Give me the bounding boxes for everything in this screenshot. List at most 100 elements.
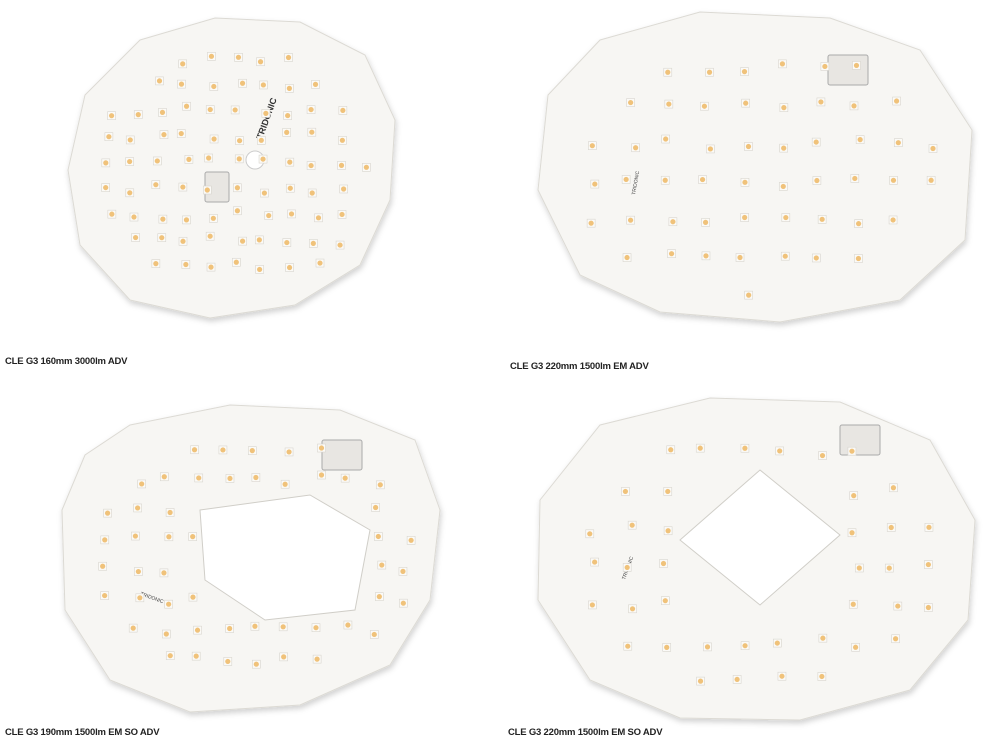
led-phosphor	[886, 565, 892, 571]
led-phosphor	[103, 160, 109, 166]
led-phosphor	[625, 643, 631, 649]
led-phosphor	[704, 644, 711, 650]
led-phosphor	[363, 164, 369, 170]
led-phosphor	[167, 509, 173, 516]
led-phosphor	[660, 560, 667, 567]
led-phosphor	[139, 481, 145, 487]
led-phosphor	[706, 69, 713, 75]
led-phosphor	[662, 177, 668, 183]
led-phosphor	[312, 81, 319, 87]
led-phosphor	[338, 162, 345, 168]
led-phosphor	[930, 145, 936, 152]
led-phosphor	[258, 137, 264, 143]
led-phosphor	[699, 176, 706, 183]
led-phosphor	[180, 61, 186, 67]
led-phosphor	[161, 474, 167, 480]
square-cutout	[199, 494, 371, 621]
led-phosphor	[376, 594, 382, 600]
led-phosphor	[210, 215, 216, 221]
led-phosphor	[196, 475, 202, 481]
led-phosphor	[135, 568, 141, 575]
led-phosphor	[928, 177, 934, 183]
led-phosphor	[191, 447, 198, 453]
led-phosphor	[850, 601, 856, 607]
led-phosphor	[135, 112, 141, 118]
led-phosphor	[400, 600, 406, 606]
led-phosphor	[890, 485, 897, 491]
led-phosphor	[190, 534, 196, 540]
led-phosphor	[820, 635, 826, 641]
led-phosphor	[287, 159, 293, 165]
led-phosphor	[707, 146, 714, 152]
led-phosphor	[235, 54, 242, 60]
led-phosphor	[236, 156, 242, 162]
led-phosphor	[664, 644, 670, 650]
led-phosphor	[310, 240, 316, 246]
led-phosphor	[154, 158, 160, 164]
led-phosphor	[779, 61, 786, 67]
led-phosphor	[253, 661, 259, 667]
led-phosphor	[926, 524, 932, 530]
led-phosphor	[588, 220, 594, 226]
led-phosphor	[781, 145, 787, 151]
led-phosphor	[890, 177, 897, 183]
led-phosphor	[737, 254, 743, 261]
led-phosphor	[341, 186, 347, 192]
led-phosphor	[851, 493, 857, 499]
led-phosphor	[663, 136, 669, 142]
led-phosphor	[263, 110, 269, 116]
led-phosphor	[180, 184, 186, 190]
led-phosphor	[746, 292, 752, 298]
led-phosphor	[628, 217, 634, 223]
led-phosphor	[774, 640, 780, 646]
led-phosphor	[743, 100, 749, 106]
led-phosphor	[314, 656, 320, 662]
led-phosphor	[127, 137, 133, 143]
led-phosphor	[137, 595, 143, 601]
led-phosphor	[697, 678, 704, 684]
led-phosphor	[629, 606, 636, 612]
led-phosphor	[340, 107, 346, 114]
led-phosphor	[286, 449, 292, 455]
led-phosphor	[280, 624, 286, 630]
led-phosphor	[282, 481, 288, 487]
led-phosphor	[100, 563, 106, 569]
led-phosphor	[180, 238, 186, 244]
led-phosphor	[849, 530, 855, 536]
led-phosphor	[161, 132, 167, 138]
led-phosphor	[132, 533, 138, 539]
led-phosphor	[208, 53, 215, 59]
led-phosphor	[813, 255, 819, 261]
led-phosphor	[227, 475, 233, 482]
led-phosphor	[888, 524, 894, 531]
led-phosphor	[857, 137, 863, 143]
led-phosphor	[852, 644, 859, 650]
led-phosphor	[281, 654, 287, 660]
led-phosphor	[777, 448, 783, 454]
led-phosphor	[666, 101, 672, 107]
led-phosphor	[178, 130, 184, 137]
led-phosphor	[318, 445, 325, 451]
led-phosphor	[408, 537, 414, 543]
led-phosphor	[308, 106, 314, 113]
led-phosphor	[193, 653, 199, 659]
led-phosphor	[266, 212, 272, 219]
led-phosphor	[261, 190, 267, 196]
led-phosphor	[853, 62, 860, 69]
led-phosphor	[163, 631, 169, 637]
led-phosphor	[183, 217, 190, 223]
led-phosphor	[288, 211, 295, 217]
led-phosphor	[249, 448, 255, 454]
led-phosphor	[587, 531, 593, 537]
led-phosphor	[379, 562, 385, 568]
connector	[839, 424, 881, 456]
led-phosphor	[701, 103, 708, 109]
led-phosphor	[342, 475, 348, 481]
led-phosphor	[211, 83, 217, 90]
led-phosphor	[849, 448, 855, 454]
led-phosphor	[239, 238, 246, 244]
led-phosphor	[339, 137, 345, 143]
led-phosphor	[742, 179, 748, 185]
led-phosphor	[852, 175, 858, 182]
led-phosphor	[159, 109, 166, 116]
